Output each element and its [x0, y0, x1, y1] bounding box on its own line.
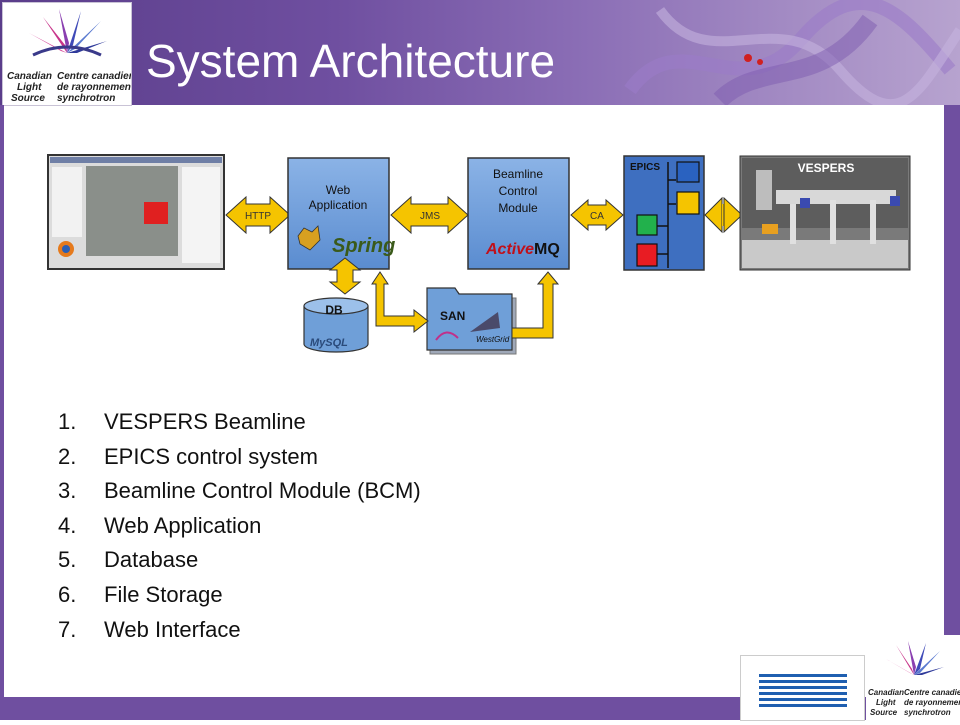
ca-label: CA [590, 211, 604, 222]
bcm-san-arrow [511, 271, 560, 339]
san-label: SAN [440, 309, 465, 323]
spring-label: Spring [332, 235, 395, 257]
epics-red-block [636, 243, 658, 267]
list-item: 5.Database [58, 547, 199, 573]
http-label: HTTP [245, 211, 271, 222]
mysql-label: MySQL [310, 337, 348, 349]
web-interface-screenshot [47, 154, 225, 270]
jms-arrow: JMS [390, 195, 469, 235]
westgrid-icon [470, 312, 500, 332]
logo-line2-fr: de rayonnement [57, 82, 131, 93]
logo-line2-en: Light [17, 82, 42, 93]
bcm-label-3: Module [498, 201, 538, 215]
list-item: 2.EPICS control system [58, 443, 318, 469]
epics-blue-block [676, 161, 700, 183]
http-arrow: HTTP [225, 195, 291, 235]
component-list: 1.VESPERS Beamline 2.EPICS control syste… [58, 405, 421, 647]
westgrid-label: WestGrid [476, 335, 510, 344]
tomcat-icon [297, 225, 321, 251]
logo-line3-fr: synchrotron [57, 93, 115, 104]
logo-small-line2-en: Light [876, 698, 896, 707]
logo-small-line1-en: Canadian [868, 688, 904, 697]
activemq-label-b: MQ [534, 241, 560, 258]
logo-small-line3-en: Source [870, 708, 898, 717]
ibm-label: IBM [770, 671, 836, 712]
footer-bar [0, 697, 960, 720]
logo-line3-en: Source [11, 93, 45, 104]
vespers-label: VESPERS [798, 161, 855, 175]
epics-green-block [636, 214, 658, 236]
list-item: 6.File Storage [58, 581, 223, 607]
logo-small-line1-fr: Centre canadien [904, 688, 960, 697]
list-item: 4.Web Application [58, 512, 262, 538]
logo-burst-icon [29, 9, 107, 57]
cls-logo-small-mark: Canadian Centre canadien Light de rayonn… [868, 641, 960, 717]
database-cylinder: DB MySQL [303, 297, 369, 353]
ibm-logo-mark: IBM [759, 671, 847, 712]
bcm-box: Beamline Control Module Active MQ [467, 157, 570, 270]
header-banner [0, 0, 960, 105]
web-app-label-2: Application [309, 198, 368, 212]
protein-ribbon-image [624, 0, 960, 105]
list-item: 7.Web Interface [58, 616, 241, 642]
logo-small-line3-fr: synchrotron [904, 708, 951, 717]
web-application-box: Web Application Spring [287, 157, 395, 270]
san-storage: SAN WestGrid [426, 287, 517, 355]
list-item: 3.Beamline Control Module (BCM) [58, 478, 421, 504]
jms-label: JMS [420, 211, 440, 222]
logo-burst-icon [886, 641, 944, 675]
frame-right [944, 105, 960, 635]
slide-title: System Architecture [146, 35, 556, 87]
db-label: DB [325, 303, 343, 317]
cls-logo: Canadian Centre canadien Light de rayonn… [2, 2, 135, 106]
epics-box: EPICS [623, 155, 705, 271]
ca-arrow: CA [570, 198, 624, 232]
ibm-logo: IBM [740, 655, 865, 721]
cls-logo-mark: Canadian Centre canadien Light de rayonn… [7, 9, 135, 104]
logo-line1-en: Canadian [7, 71, 52, 82]
webapp-db-arrow [328, 257, 362, 295]
epics-vespers-arrow [704, 196, 743, 234]
bcm-label-2: Control [499, 184, 538, 198]
architecture-diagram: HTTP Web Application Spring JMS Beamline… [47, 154, 911, 355]
web-app-label-1: Web [326, 183, 351, 197]
activemq-label-a: Active [485, 241, 534, 258]
webapp-san-arrow [371, 271, 429, 334]
bcm-label-1: Beamline [493, 167, 543, 181]
frame-left [0, 105, 4, 697]
list-item: 1.VESPERS Beamline [58, 409, 306, 434]
logo-line1-fr: Centre canadien [57, 71, 131, 82]
logo-small-line2-fr: de rayonnement [904, 698, 960, 707]
epics-yellow-block [676, 191, 700, 215]
cls-logo-small: Canadian Centre canadien Light de rayonn… [866, 637, 960, 720]
epics-label: EPICS [630, 162, 660, 173]
vespers-beamline-image: VESPERS [739, 155, 911, 271]
